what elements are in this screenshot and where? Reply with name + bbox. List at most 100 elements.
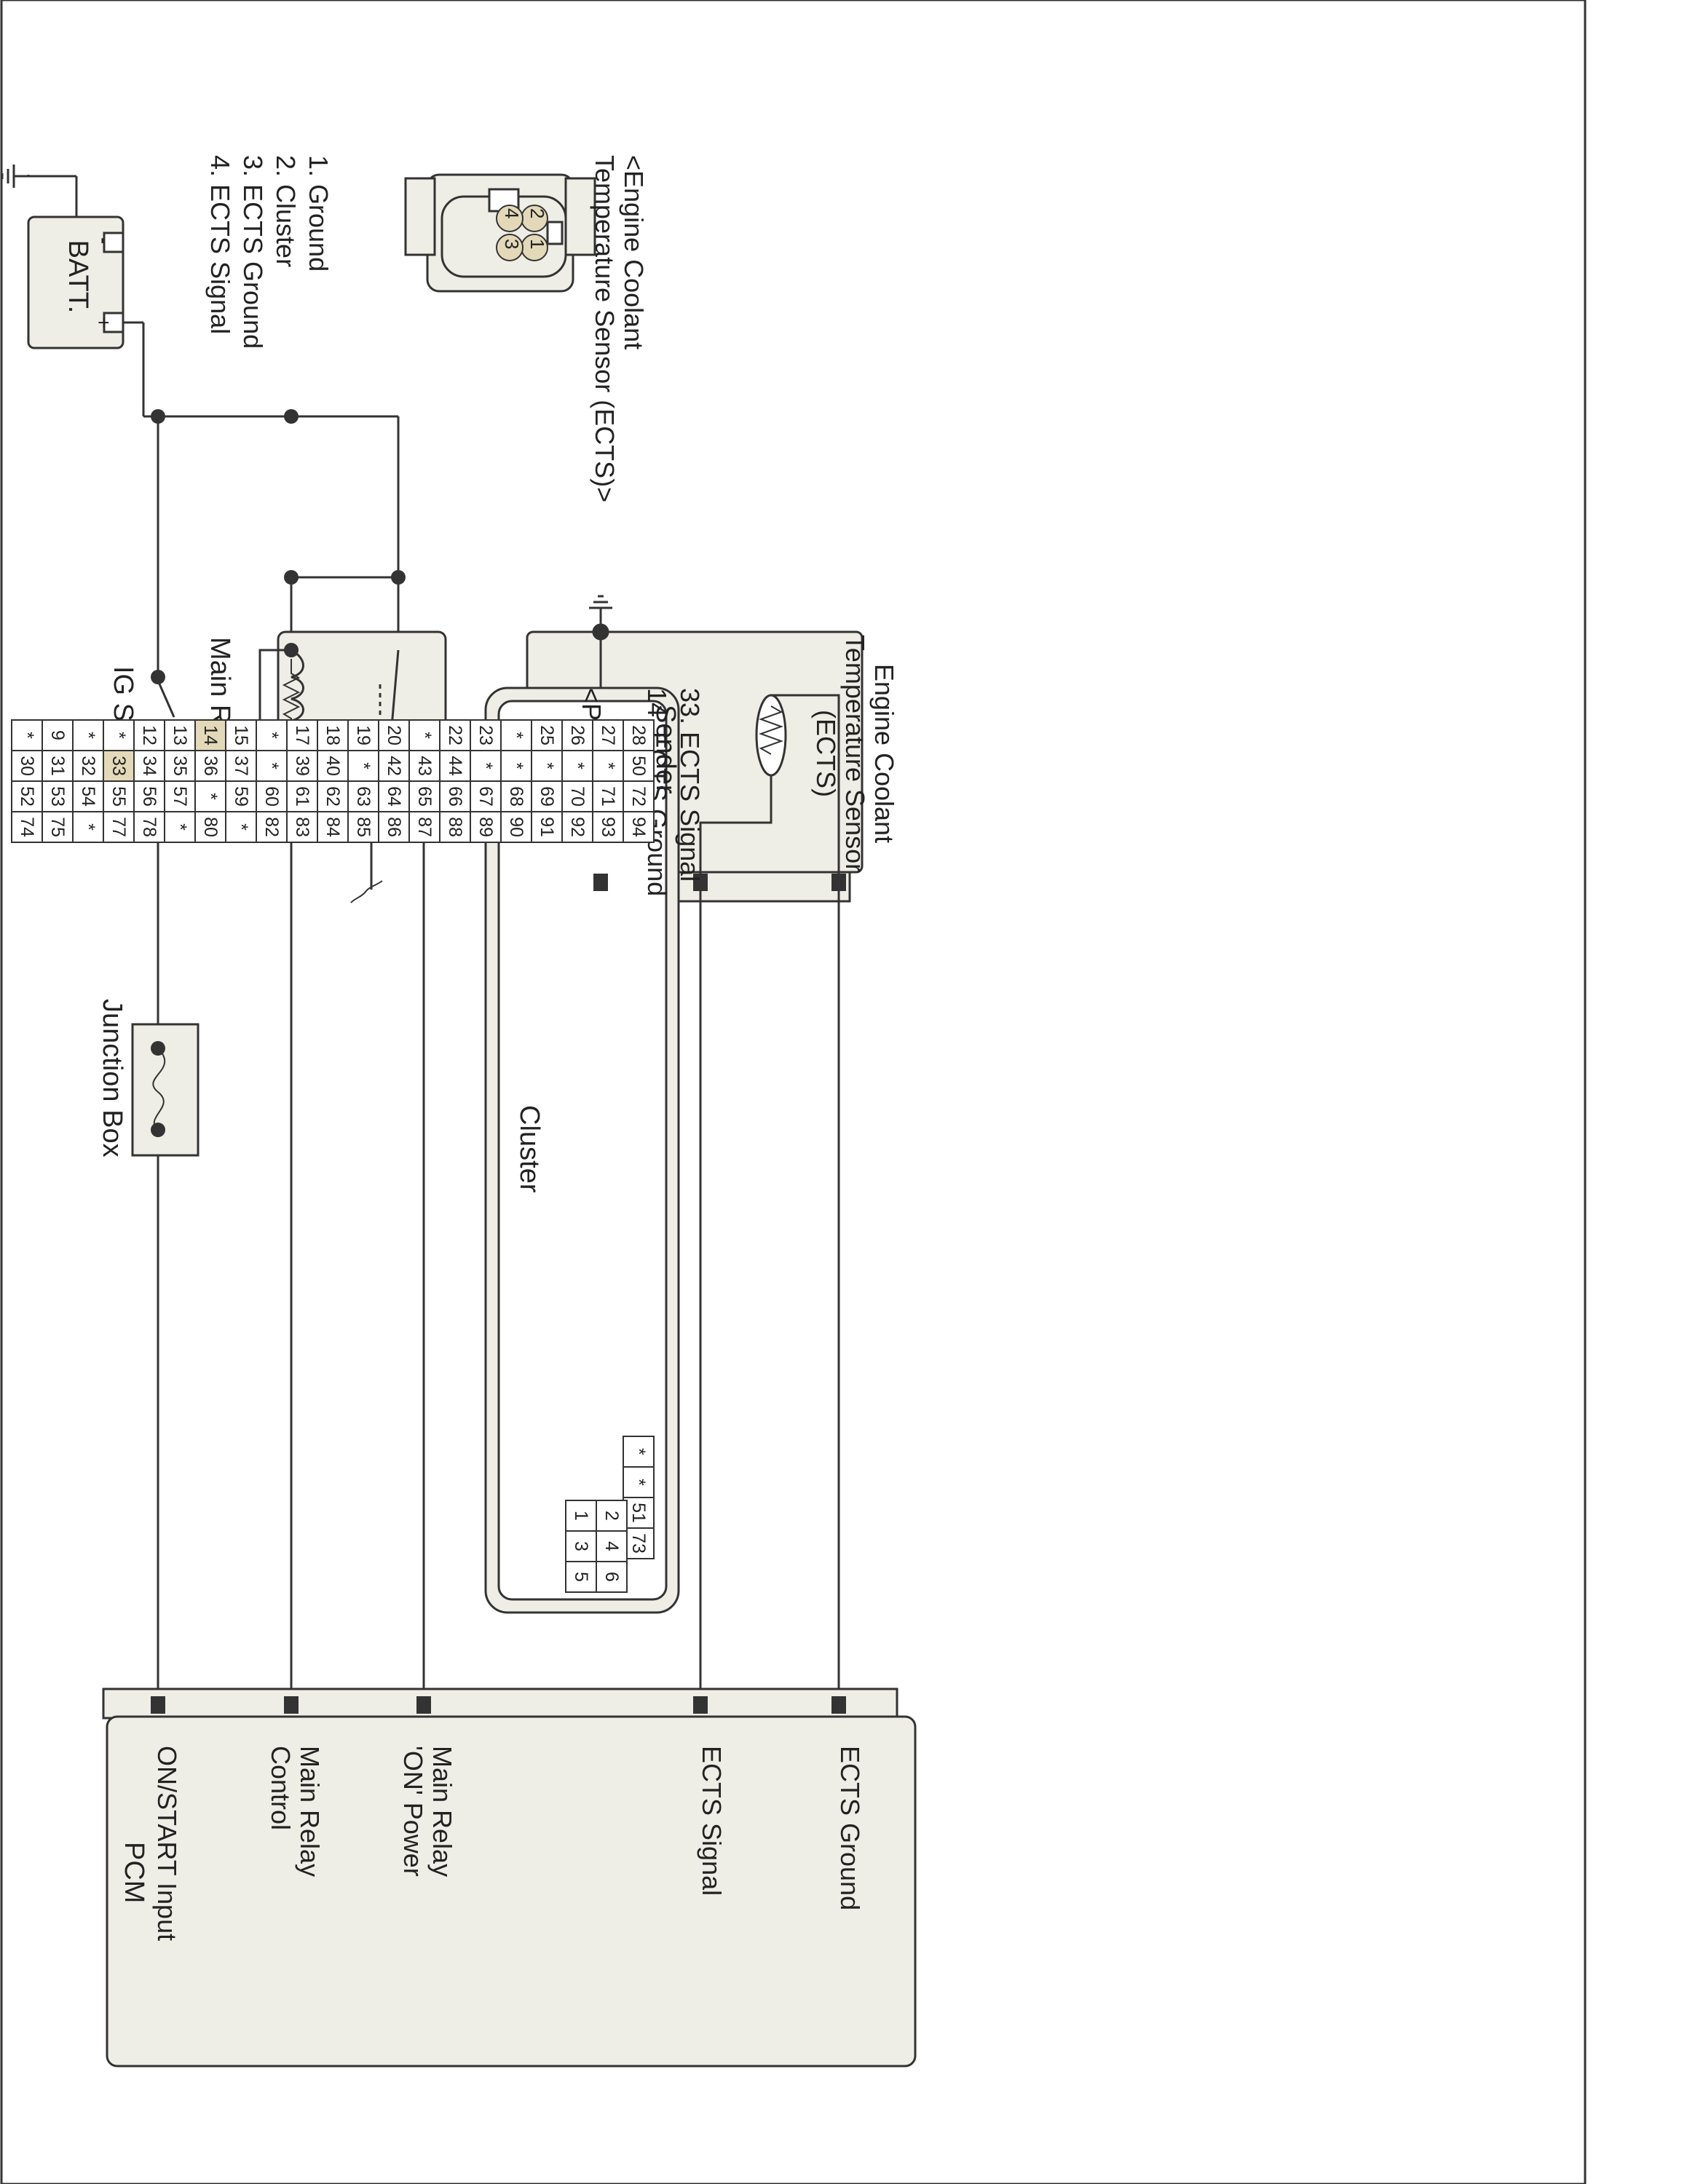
pcm-pin-cell: * [195,781,226,812]
pcm-pin-cell: 85 [348,812,379,842]
pcm-pin-cell: 3 [566,1531,596,1562]
pcm-pin-cell: * [348,751,379,781]
pcm-pin-cell: 56 [134,781,165,812]
pcm-pin-cell: 30 [12,751,42,781]
cluster-label: Cluster [514,1105,545,1193]
pcm-pin-cell: * [623,1467,654,1497]
pcm-pin-cell: 72 [623,781,654,812]
ects-pin-number-2: 2 [526,208,548,219]
pcm-pin-cell: 87 [409,812,440,842]
pcm-pin-cell: 2 [596,1500,627,1531]
ects-pin-desc-3: 3. ECTS Ground [238,155,268,349]
pcm-pin-cell: 17 [287,720,317,751]
pcm-pin-cell: * [103,720,134,751]
ects-connector-title: <Engine Coolant Temperature Sensor (ECTS… [590,155,649,503]
pcm-pin-cell: 70 [562,781,593,812]
pcm-pin-cell: 65 [409,781,440,812]
pcm-pin-cell: 32 [73,751,103,781]
pcm-pin-cell: 59 [226,781,256,812]
pcm-pin-cell: 63 [348,781,379,812]
pcm-pin-cell: 73 [623,1528,654,1559]
pcm-pin-cell: 67 [470,781,501,812]
pcm-pin-cell: 14 [195,720,226,751]
pcm-pin-cell: 91 [532,812,562,842]
pcm-pin-cell: 22 [440,720,470,751]
pcm-pin-cell: 19 [348,720,379,751]
pcm-pin-cell: 5 [566,1562,596,1592]
ects-pin-desc-4: 4. ECTS Signal [205,155,235,335]
pcm-pin-cell: 39 [287,751,317,781]
pcm-pin-cell: 35 [165,751,195,781]
pcm-pin-cell: 6 [596,1562,627,1592]
pcm-pin-cell: 12 [134,720,165,751]
pcm-pin-cell: 92 [562,812,593,842]
pcm-pin-cell: 71 [593,781,623,812]
pcm-pin-cell: 43 [409,751,440,781]
battery-pos-label: + [92,317,115,329]
pcm-title: PCM [119,1842,149,1904]
ects-pin-desc-2: 2. Cluster [271,155,301,268]
pcm-pin-cell: 84 [317,812,348,842]
pcm-pin-cell: 86 [379,812,409,842]
pcm-pin-cell: 9 [42,720,73,751]
pcm-pin-cell: * [593,751,623,781]
pcm-pin-cell: 28 [623,720,654,751]
pcm-connector-pin-33: 33. ECTS Signal [675,688,705,882]
pcm-pin-cell: 42 [379,751,409,781]
pcm-pin-main-relay-on-power: Main Relay 'ON' Power [398,1746,457,1878]
ects-component-name: Engine Coolant Temperature Sensor (ECTS) [811,634,899,873]
pcm-pin-cell: 62 [317,781,348,812]
pcm-pin-cell: 37 [226,751,256,781]
pcm-pin-cell: 20 [379,720,409,751]
pcm-pin-cell: 90 [501,812,532,842]
pcm-pin-cell: * [73,812,103,842]
junction-box-label: Junction Box [97,999,127,1158]
pcm-pin-cell: 78 [134,812,165,842]
pcm-pin-cell: 60 [256,781,287,812]
pcm-pin-cell: 55 [103,781,134,812]
pcm-pin-cell: 4 [596,1531,627,1562]
pcm-pin-on-start-input: ON/START Input [152,1746,182,1942]
pcm-pin-cell: 74 [12,812,42,842]
pcm-pin-ects-ground: ECTS Ground [835,1746,865,1911]
pcm-pin-cell: 89 [470,812,501,842]
pcm-pin-cell: * [409,720,440,751]
pcm-pin-cell: 68 [501,781,532,812]
pcm-pin-cell: * [562,751,593,781]
junction-fuse [152,1048,166,1131]
pcm-pin-cell: 18 [317,720,348,751]
pcm-pin-cell: 27 [593,720,623,751]
battery-neg-label: - [92,237,115,245]
pcm-pin-cell: 13 [165,720,195,751]
pcm-pin-cell: 33 [103,751,134,781]
battery-neg-terminal [103,232,125,253]
pcm-pin-cell: * [73,720,103,751]
ects-pin-desc-1: 1. Ground [304,155,333,272]
pcm-pin-cell: 64 [379,781,409,812]
pcm-pin-cell: 57 [165,781,195,812]
pcm-pin-cell: * [165,812,195,842]
pcm-pin-cell: 82 [256,812,287,842]
pcm-pin-cell: 15 [226,720,256,751]
pcm-pin-cell: 31 [42,751,73,781]
